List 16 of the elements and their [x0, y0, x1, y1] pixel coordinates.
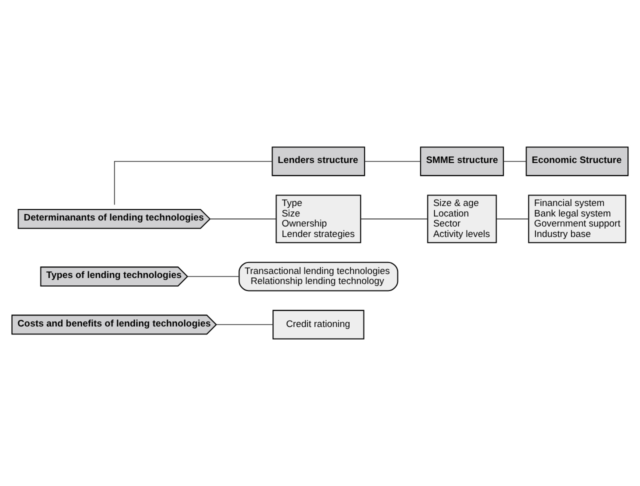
node-box: Economic Structure — [526, 146, 629, 176]
connector — [187, 276, 240, 277]
connector — [360, 218, 428, 220]
node-box: Lenders structure — [272, 146, 366, 176]
node-box: Credit rationing — [272, 310, 364, 340]
connector — [503, 160, 527, 162]
node-box: Financial system Bank legal system Government support Industry base — [528, 194, 626, 244]
node-box: Type Size Ownership Lender strategies — [276, 194, 362, 244]
connector — [114, 160, 273, 206]
connector — [496, 218, 529, 220]
connector — [216, 324, 274, 326]
node-box: Size & age Location Sector Activity levels — [427, 194, 497, 244]
node-box: SMME structure — [420, 146, 504, 176]
connector — [364, 160, 421, 162]
connector — [210, 218, 277, 220]
node-box: Transactional lending technologies Relationship lending technology — [238, 262, 398, 292]
